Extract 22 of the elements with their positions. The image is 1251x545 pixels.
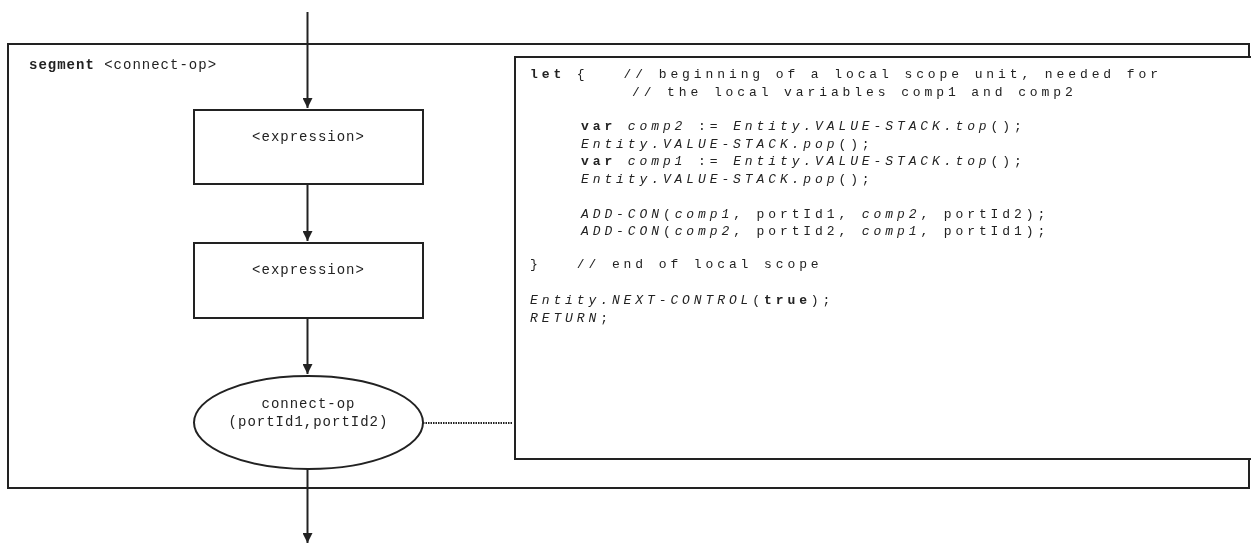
code-line: Entity.VALUE-STACK.pop(); bbox=[581, 136, 874, 153]
code-line: Entity.VALUE-STACK.pop(); bbox=[581, 171, 874, 188]
code-line: ADD-CON(comp1, portId1, comp2, portId2); bbox=[581, 206, 1050, 223]
code-box bbox=[514, 56, 1251, 460]
code-line: var comp2 := Entity.VALUE-STACK.top(); bbox=[581, 118, 1026, 135]
code-line: RETURN; bbox=[530, 310, 612, 327]
arrow bbox=[302, 468, 313, 544]
code-line: let { // beginning of a local scope unit, needed for bbox=[530, 66, 1162, 83]
code-line: } // end of local scope bbox=[530, 256, 823, 273]
code-line: Entity.NEXT-CONTROL(true); bbox=[530, 292, 835, 309]
code-line: // the local variables comp1 and comp2 bbox=[632, 84, 1077, 101]
process-box: <expression> bbox=[193, 242, 424, 319]
process-box: <expression> bbox=[193, 109, 424, 185]
dotted-connector bbox=[422, 422, 514, 424]
segment-frame bbox=[7, 43, 1250, 489]
operation-label: connect-op (portId1,portId2) bbox=[227, 395, 390, 431]
code-line: var comp1 := Entity.VALUE-STACK.top(); bbox=[581, 153, 1026, 170]
code-line: ADD-CON(comp2, portId2, comp1, portId1); bbox=[581, 223, 1050, 240]
segment-heading: segment <connect-op> bbox=[29, 56, 218, 75]
arrow bbox=[302, 317, 313, 375]
arrow bbox=[302, 11, 313, 109]
arrow bbox=[302, 183, 313, 242]
